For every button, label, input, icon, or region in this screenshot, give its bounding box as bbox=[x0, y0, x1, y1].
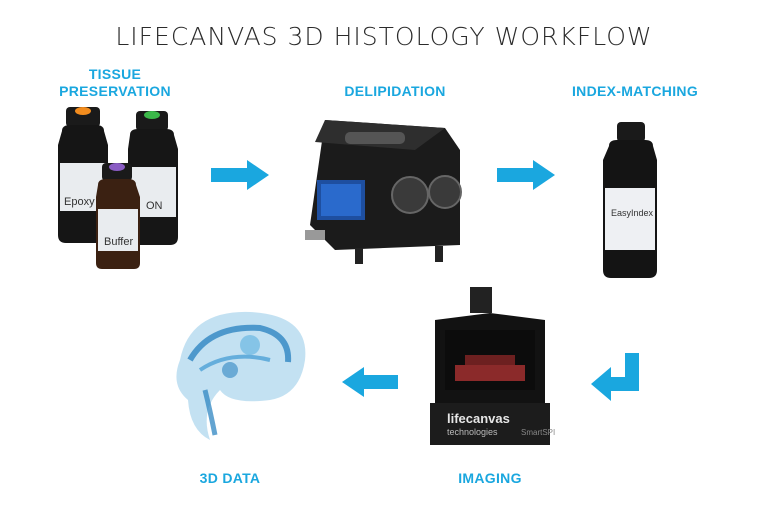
label-tissue-line2: PRESERVATION bbox=[59, 83, 171, 99]
diagram-title: LIFECANVAS 3D HISTOLOGY WORKFLOW bbox=[115, 22, 653, 51]
tissue-preservation-bottles: Epoxy ON Buffer bbox=[50, 105, 190, 275]
label-tissue-line1: TISSUE bbox=[88, 66, 142, 82]
bottle-label-easyindex: EasyIndex bbox=[611, 208, 654, 218]
bottle-label-left: Epoxy bbox=[64, 196, 95, 208]
label-3d-data: 3D DATA bbox=[199, 470, 261, 486]
label-tissue-preservation: TISSUE PRESERVATION bbox=[40, 66, 190, 100]
arrow-left-icon bbox=[342, 367, 398, 397]
brain-3d-render bbox=[160, 300, 320, 450]
delipidation-device bbox=[295, 110, 475, 275]
imaging-brand-line1: lifecanvas bbox=[447, 411, 510, 426]
bottle-label-right: ON bbox=[146, 200, 163, 212]
bottle-label-front: Buffer bbox=[104, 236, 133, 248]
arrow-down-left-icon bbox=[591, 353, 641, 401]
imaging-brand-line2: technologies bbox=[447, 427, 498, 437]
imaging-device: lifecanvas technologies SmartSPIM bbox=[425, 285, 555, 455]
label-imaging: IMAGING bbox=[458, 470, 522, 486]
arrow-right-icon-2 bbox=[497, 160, 555, 190]
arrow-right-icon-1 bbox=[211, 160, 269, 190]
index-matching-bottle: EasyIndex bbox=[595, 120, 665, 280]
imaging-model: SmartSPIM bbox=[521, 428, 555, 437]
label-delipidation: DELIPIDATION bbox=[344, 83, 446, 99]
label-index-matching: INDEX-MATCHING bbox=[571, 83, 699, 99]
